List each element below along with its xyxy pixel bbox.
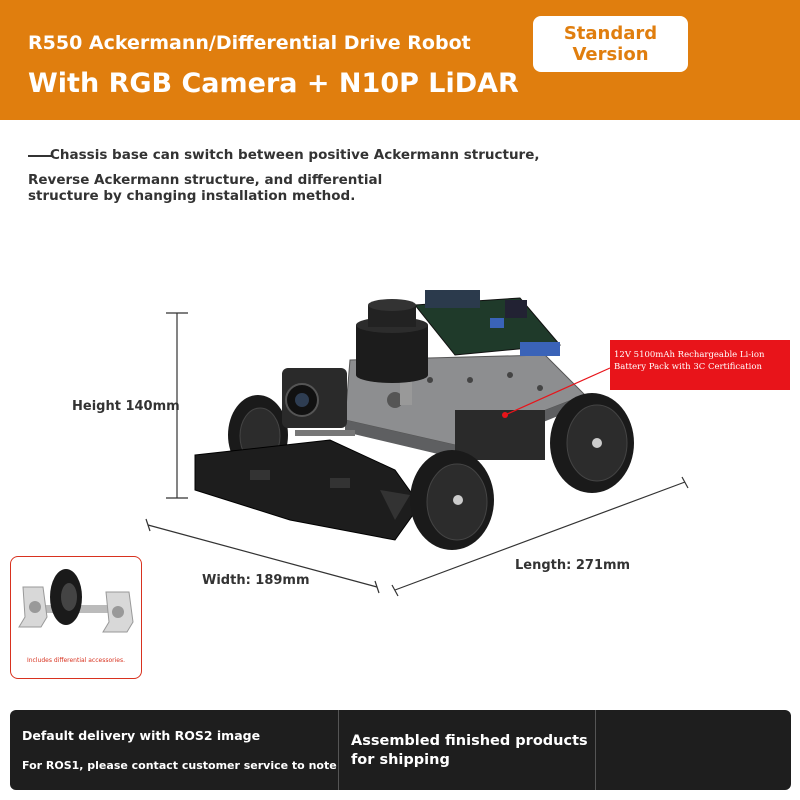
wheel-front-right [410,450,494,550]
badge-line-2: Version [572,44,649,65]
rgb-camera [282,368,355,436]
header-banner: R550 Ackermann/Differential Drive Robot … [0,0,800,120]
front-bumper [194,439,421,541]
length-dimension-line [391,476,689,597]
footer-ros1-note: For ROS1, please contact customer servic… [22,759,337,772]
width-dimension-line [145,518,380,594]
differential-accessories-inset: Includes differential accessories. [10,556,142,679]
battery-callout: 12V 5100mAh Rechargeable Li-ion Battery … [610,340,790,390]
inset-caption: Includes differential accessories. [26,657,126,664]
accessories-illustration [18,569,134,633]
width-label: Width: 189mm [202,573,310,588]
wheel-rear-right [550,393,634,493]
badge-line-1: Standard [563,23,658,44]
battery-pack [455,410,545,460]
height-label: Height 140mm [72,399,180,414]
footer-bar: Default delivery with ROS2 image For ROS… [10,710,791,790]
product-title: R550 Ackermann/Differential Drive Robot [28,32,471,54]
height-dimension-line [166,312,188,499]
lidar-sensor [356,299,428,405]
length-label: Length: 271mm [515,558,631,573]
description-line-2: Reverse Ackermann structure, and differe… [28,172,383,204]
version-badge: Standard Version [533,16,688,72]
callout-pointer [504,367,611,416]
footer-shipping-note: Assembled finished products for shipping [351,733,588,768]
description-line-1: Chassis base can switch between positive… [50,147,540,163]
controller-board [414,290,562,356]
description-dash [28,155,52,157]
product-subtitle: With RGB Camera + N10P LiDAR [28,68,519,99]
footer-divider-1 [338,710,339,790]
footer-divider-2 [595,710,596,790]
footer-ros2-note: Default delivery with ROS2 image [22,728,261,743]
